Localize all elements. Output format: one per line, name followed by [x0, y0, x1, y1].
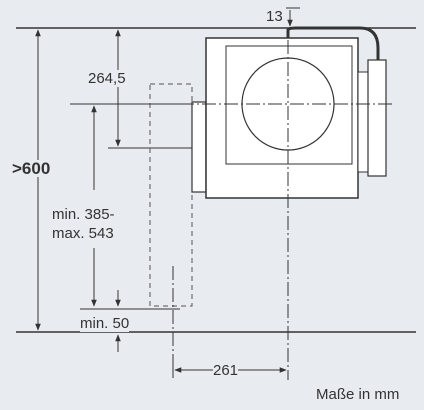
- center-height-label: 264,5: [88, 70, 126, 87]
- top-gap-label: 13: [266, 8, 283, 25]
- units-note: Maße in mm: [316, 386, 400, 403]
- unit-flange: [191, 101, 207, 193]
- range-max-label: max. 543: [52, 225, 114, 242]
- motor-box: [357, 71, 369, 173]
- range-min-label: min. 385-: [52, 206, 115, 223]
- center-offset-label: 261: [213, 362, 239, 379]
- cable: [286, 26, 380, 60]
- total-height-label: >600: [12, 159, 51, 178]
- dashed-outline: [149, 83, 193, 307]
- cable-box: [367, 59, 387, 177]
- floor-gap-label: min. 50: [80, 315, 130, 332]
